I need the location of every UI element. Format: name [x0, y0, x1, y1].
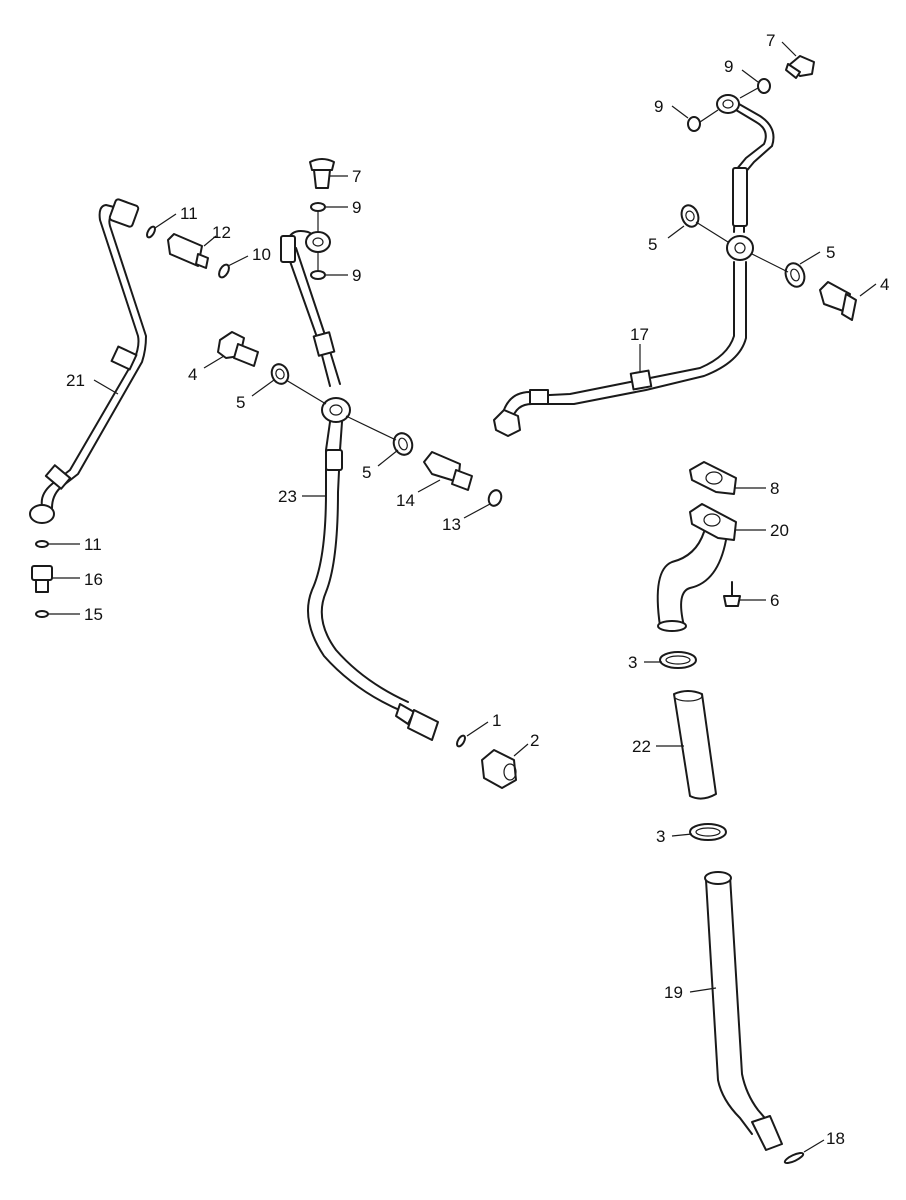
- washer-5c: [680, 204, 700, 228]
- callout-8: 8: [770, 479, 779, 498]
- callout-5-right-left: 5: [648, 235, 657, 254]
- washer-9c: [757, 78, 771, 94]
- callout-10: 10: [252, 245, 271, 264]
- callout-12: 12: [212, 223, 231, 242]
- bolt-7b: [785, 55, 815, 79]
- callout-labels: 11 12 10 21 11 16 15 7 9 9 4 5 5 23 14 1…: [66, 31, 889, 1148]
- oil-line-21: [29, 198, 147, 524]
- callout-17: 17: [630, 325, 649, 344]
- union-16: [31, 565, 53, 593]
- callout-2: 2: [530, 731, 539, 750]
- callout-7-right: 7: [766, 31, 775, 50]
- washer-9b: [310, 270, 326, 280]
- callout-22: 22: [632, 737, 651, 756]
- adapter-14: [423, 451, 473, 491]
- callout-4-right: 4: [880, 275, 889, 294]
- callout-13: 13: [442, 515, 461, 534]
- callout-9-center-bottom: 9: [352, 266, 361, 285]
- callout-3-bottom: 3: [656, 827, 665, 846]
- callout-1: 1: [492, 711, 501, 730]
- hose-22: [673, 690, 717, 800]
- seal-ring-18: [783, 1151, 805, 1165]
- connector-12: [167, 233, 209, 269]
- bolt-4b: [819, 281, 857, 321]
- callout-16: 16: [84, 570, 103, 589]
- callout-9-center-top: 9: [352, 198, 361, 217]
- callout-20: 20: [770, 521, 789, 540]
- washer-5d: [784, 262, 806, 288]
- nut-2: [481, 749, 517, 789]
- banjo-top: [305, 231, 331, 253]
- seal-ring-11b: [35, 540, 49, 548]
- callout-19: 19: [664, 983, 683, 1002]
- callout-6: 6: [770, 591, 779, 610]
- bolt-4a: [217, 331, 259, 367]
- washer-9d: [687, 116, 701, 132]
- oil-line-23: [280, 230, 439, 741]
- seal-ring-1: [456, 734, 466, 748]
- washer-5a: [270, 363, 290, 385]
- callout-5-left-top: 5: [236, 393, 245, 412]
- washer-5b: [392, 432, 414, 456]
- seal-ring-15: [35, 610, 49, 618]
- callout-5-left-bottom: 5: [362, 463, 371, 482]
- callout-9-right-top: 9: [724, 57, 733, 76]
- flange-pipe-20: [656, 503, 737, 632]
- bolt-7a: [309, 158, 335, 189]
- seal-ring-13: [487, 489, 503, 507]
- callout-5-right-right: 5: [826, 243, 835, 262]
- return-pipe-19: [704, 871, 783, 1151]
- clamp-3b: [689, 823, 727, 841]
- callout-11-top: 11: [180, 204, 198, 223]
- callout-3-top: 3: [628, 653, 637, 672]
- screw-6: [723, 581, 741, 607]
- seal-ring-11a: [146, 225, 156, 239]
- callout-4-left: 4: [188, 365, 197, 384]
- callout-23: 23: [278, 487, 297, 506]
- callout-11-bottom: 11: [84, 535, 102, 554]
- callout-18: 18: [826, 1129, 845, 1148]
- callout-9-right-mid: 9: [654, 97, 663, 116]
- callout-15: 15: [84, 605, 103, 624]
- oil-line-17: [493, 94, 775, 437]
- callout-21: 21: [66, 371, 85, 390]
- seal-ring-10: [218, 263, 230, 279]
- leader-lines: [48, 41, 877, 1153]
- clamp-3a: [659, 651, 697, 669]
- callout-7-center: 7: [352, 167, 361, 186]
- gasket-8: [689, 461, 737, 495]
- washer-9a: [310, 202, 326, 212]
- callout-14: 14: [396, 491, 415, 510]
